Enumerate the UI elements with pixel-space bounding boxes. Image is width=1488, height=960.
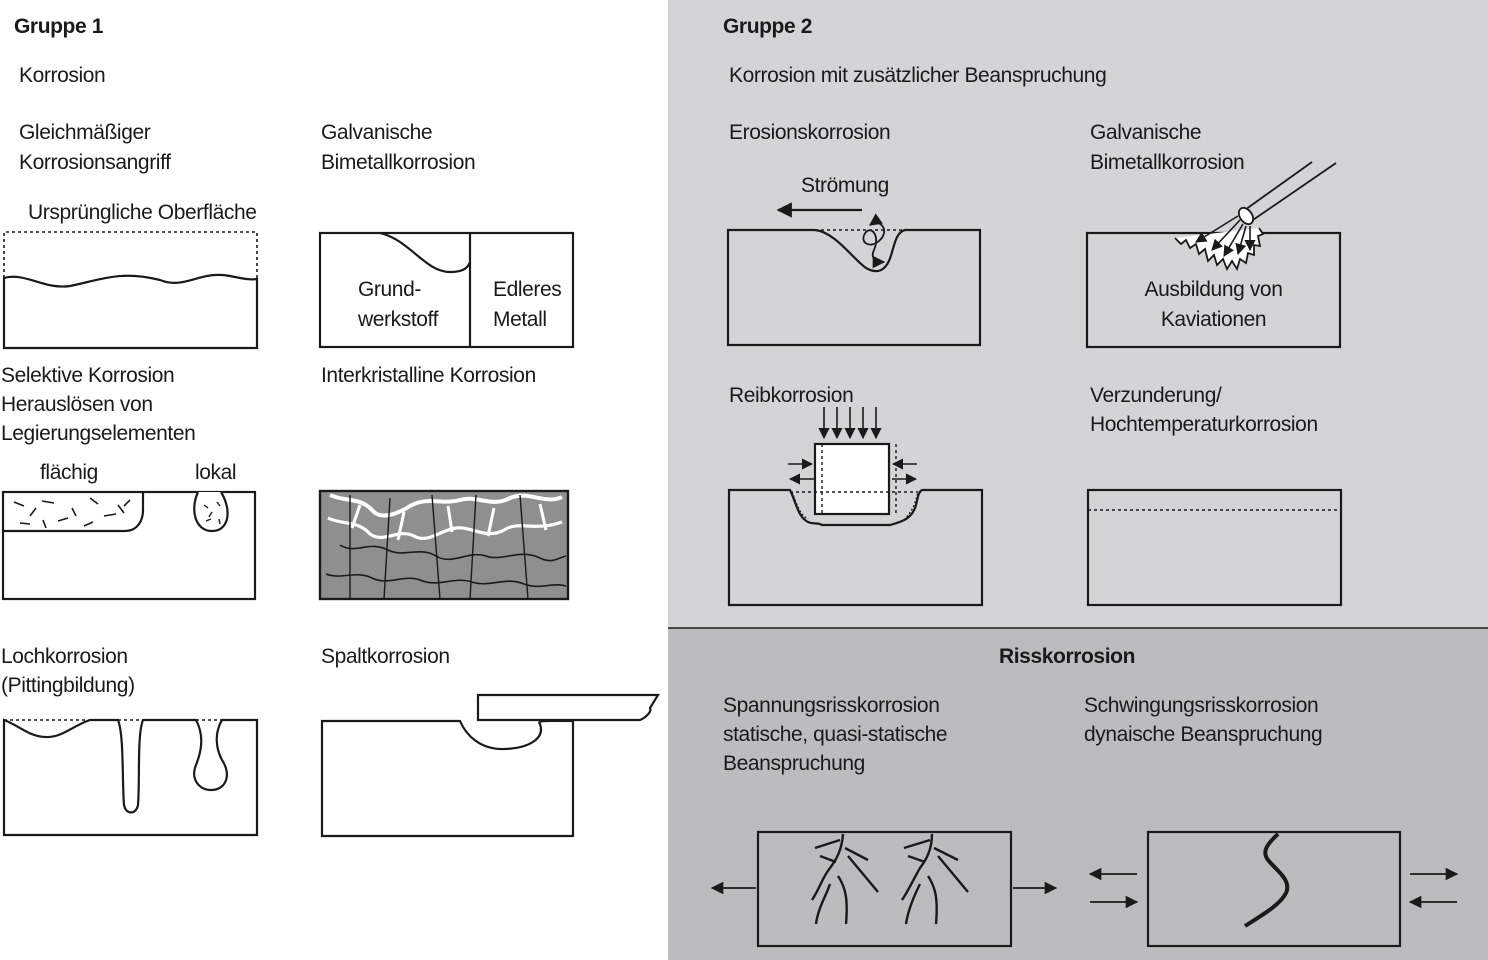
selective-title-line3: Legierungselementen	[1, 422, 196, 445]
erosion-title: Erosionskorrosion	[729, 121, 891, 144]
selective-title-line1: Selektive Korrosion	[1, 364, 175, 387]
erosion-corrosion-drawing	[726, 202, 982, 347]
group2-title: Gruppe 2	[723, 15, 812, 38]
fatigue-title-line1: Schwingungsrisskorrosion	[1084, 694, 1319, 717]
noble-metal-label-line2: Metall	[493, 308, 547, 331]
fretting-title: Reibkorrosion	[729, 384, 854, 407]
uniform-title-line1: Gleichmäßiger	[19, 121, 151, 144]
stress-title-line1: Spannungsrisskorrosion	[723, 694, 940, 717]
pitting-corrosion-drawing	[2, 718, 259, 837]
flat-label: flächig	[40, 461, 98, 484]
fatigue-title-line2: dynaische Beanspruchung	[1084, 723, 1323, 746]
fatigue-crack-corrosion-drawing	[1088, 830, 1459, 948]
cavitation-corrosion-drawing	[1085, 161, 1342, 349]
crevice-corrosion-drawing	[320, 693, 660, 838]
cavitation-label-line1: Ausbildung von	[1144, 278, 1283, 301]
galvanic-corrosion-drawing	[318, 231, 575, 349]
crack-title: Risskorrosion	[998, 645, 1135, 668]
base-material-label-line1: Grund-	[358, 278, 421, 301]
intergranular-corrosion-drawing	[318, 489, 570, 601]
flow-label: Strömung	[801, 174, 889, 197]
scaling-corrosion-drawing	[1086, 488, 1343, 607]
noble-metal-label-line1: Edleres	[493, 278, 562, 301]
scaling-title-line1: Verzunderung/	[1090, 384, 1222, 407]
cavitation-label-line2: Kaviationen	[1160, 308, 1267, 331]
scaling-title-line2: Hochtemperaturkorrosion	[1090, 413, 1318, 436]
base-material-label-line2: werkstoff	[358, 308, 439, 331]
fretting-corrosion-drawing	[727, 407, 984, 607]
stress-title-line2: statische, quasi-statische	[723, 723, 948, 746]
galvanic2-title-line2: Bimetallkorrosion	[1090, 151, 1245, 174]
crevice-title: Spaltkorrosion	[321, 645, 450, 668]
uniform-corrosion-drawing	[2, 231, 259, 350]
group1-subtitle: Korrosion	[19, 64, 106, 87]
uniform-title-line2: Korrosionsangriff	[19, 151, 171, 174]
pitting-title-line1: Lochkorrosion	[1, 645, 128, 668]
pitting-title-line2: (Pittingbildung)	[1, 674, 135, 697]
stress-title-line3: Beanspruchung	[723, 752, 865, 775]
intergranular-title: Interkristalline Korrosion	[321, 364, 536, 387]
group2-subtitle: Korrosion mit zusätzlicher Beanspruchung	[729, 64, 1107, 87]
original-surface-label: Ursprüngliche Oberfläche	[28, 201, 257, 224]
galvanic-title-line1: Galvanische	[321, 121, 433, 144]
group1-title: Gruppe 1	[14, 15, 103, 38]
galvanic-title-line2: Bimetallkorrosion	[321, 151, 476, 174]
local-label: lokal	[195, 461, 237, 484]
galvanic2-title-line1: Galvanische	[1090, 121, 1202, 144]
selective-corrosion-drawing	[1, 490, 257, 601]
stress-crack-corrosion-drawing	[710, 830, 1058, 948]
selective-title-line2: Herauslösen von	[1, 393, 153, 416]
